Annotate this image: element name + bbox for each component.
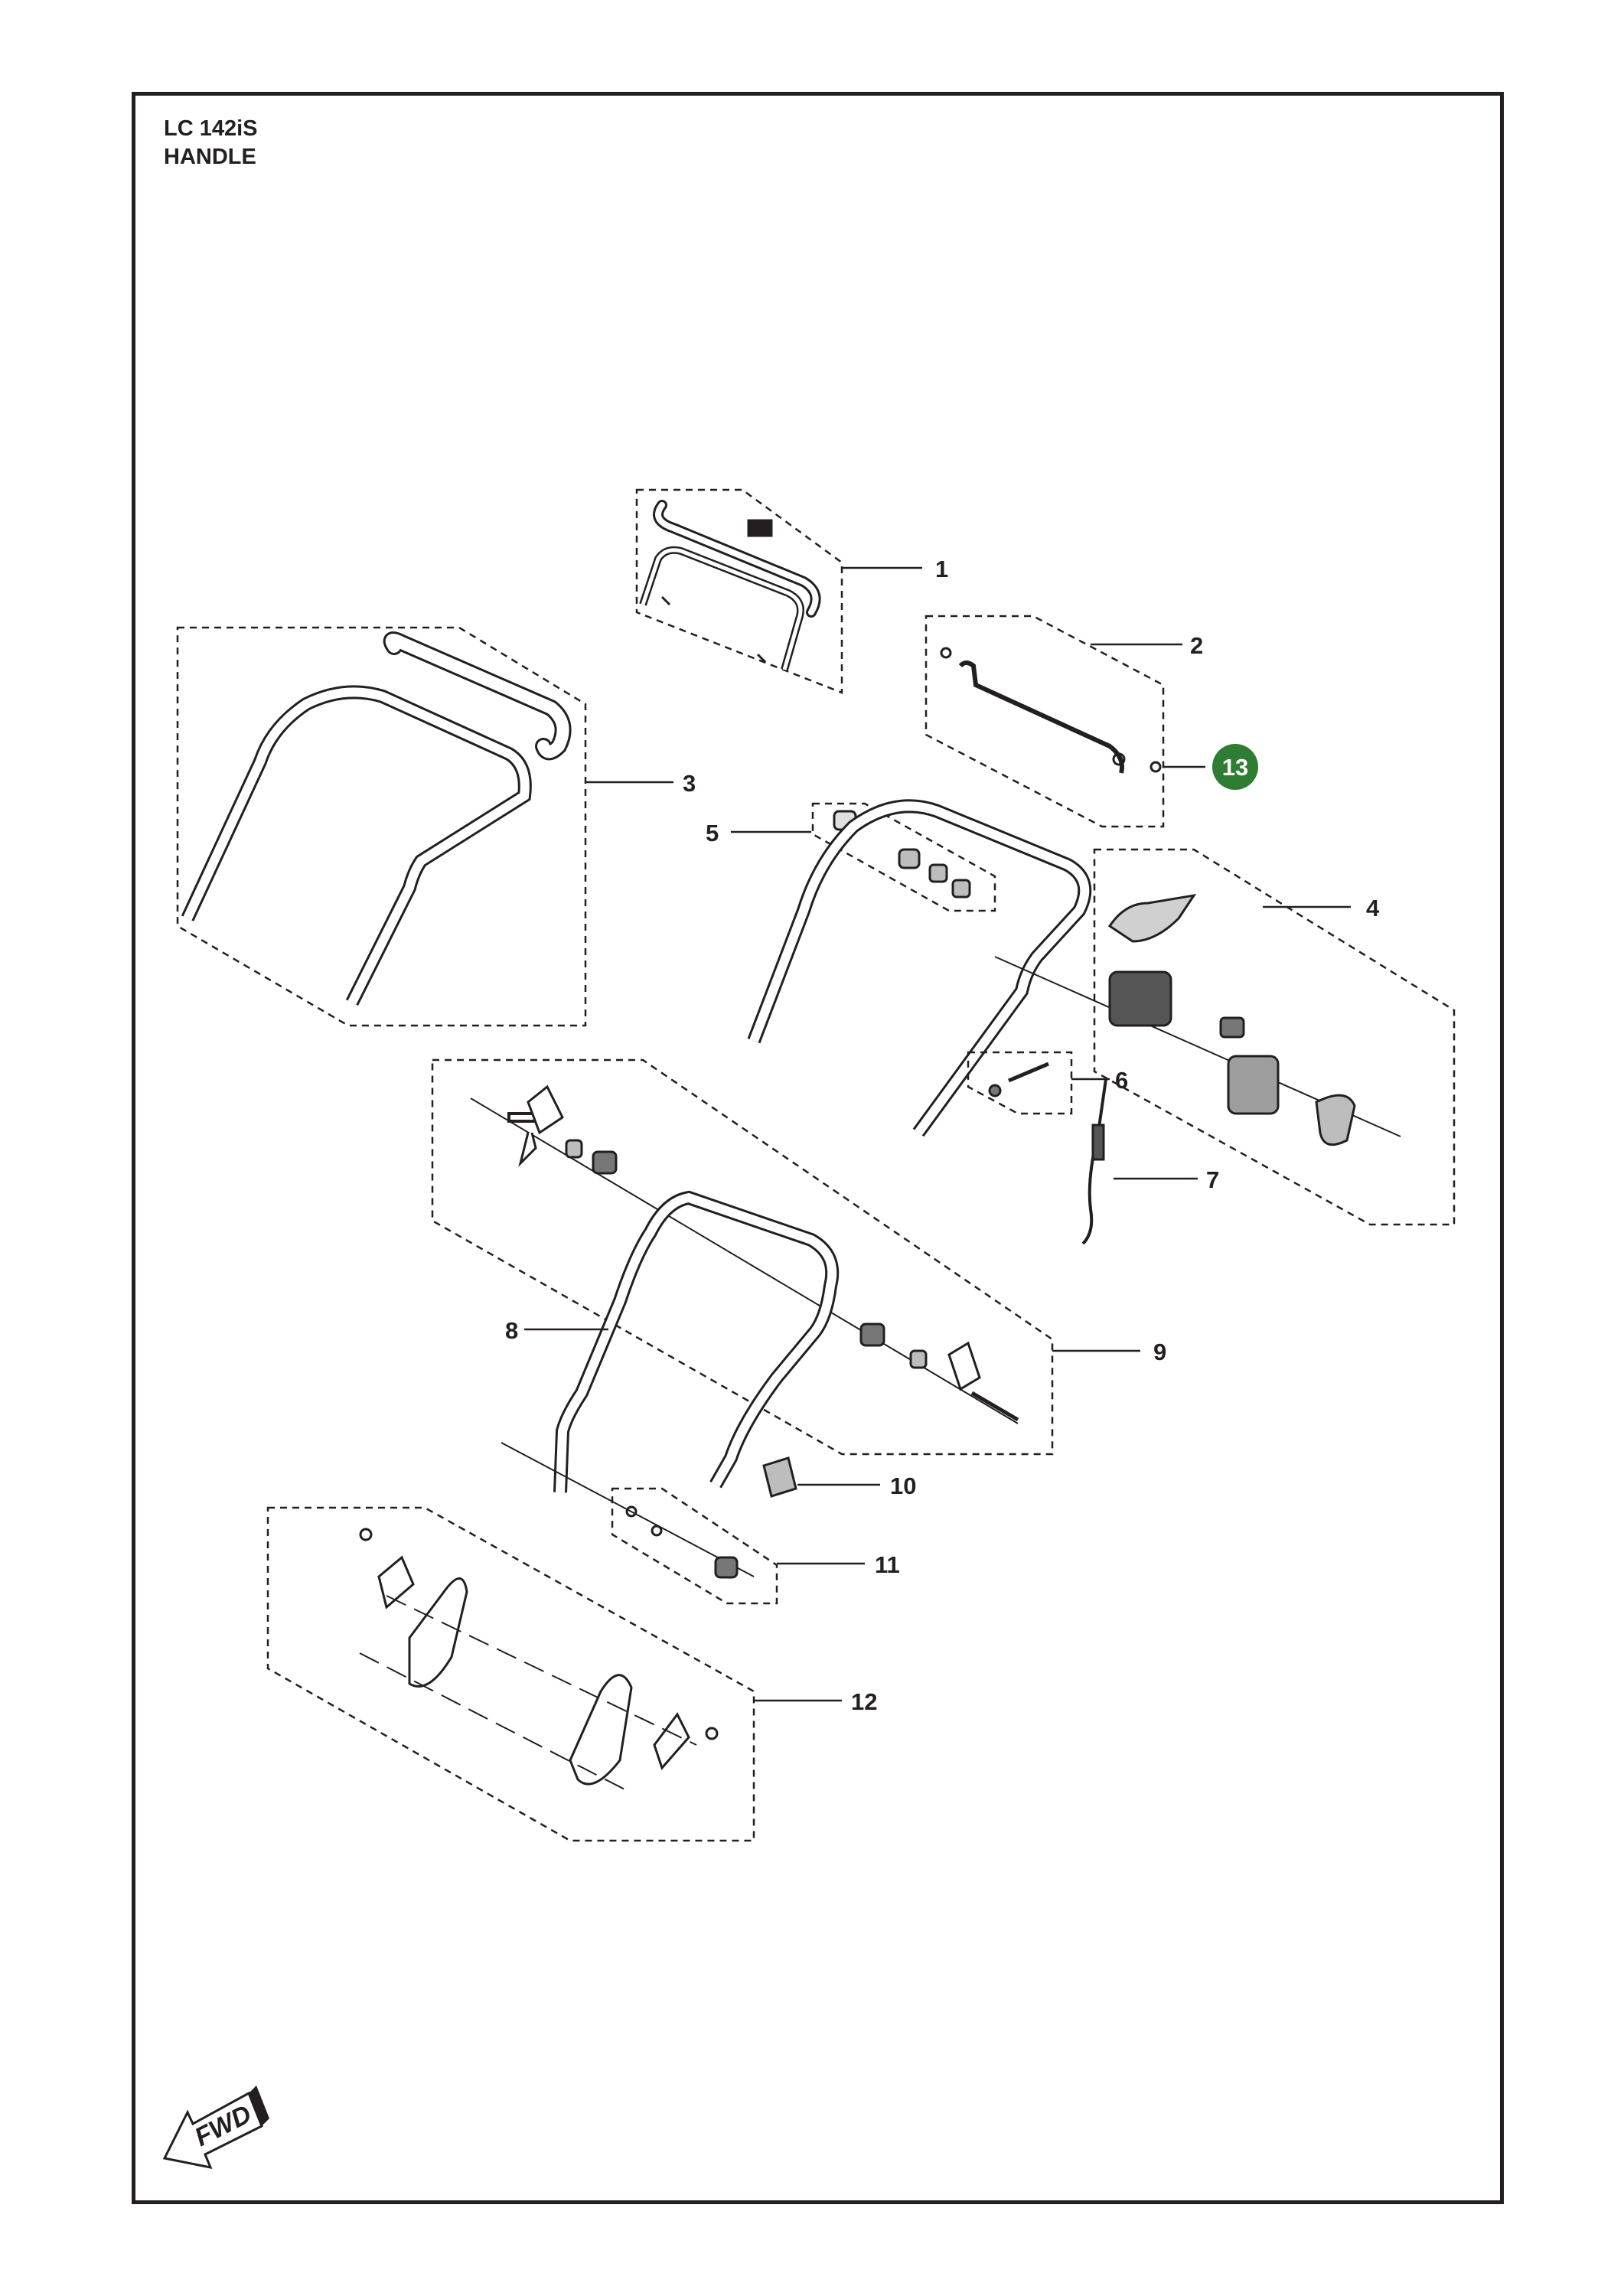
right-link-part: [653, 1712, 690, 1770]
callout-label-11: 11: [875, 1551, 900, 1578]
part-7-cable: [1081, 1078, 1107, 1245]
knob-part-2: [928, 863, 948, 883]
adjust-knob-part: [714, 1556, 739, 1579]
drawing-frame: [132, 92, 1504, 2204]
part-group-5: [811, 802, 996, 912]
diagram-title: LC 142iS HANDLE: [164, 115, 258, 171]
control-cap-part: [1315, 1094, 1356, 1146]
callout-label-2: 2: [1190, 632, 1203, 659]
section-name: HANDLE: [164, 145, 256, 169]
knob-part-right: [859, 1322, 885, 1347]
part-group-6: [967, 1051, 1073, 1115]
callout-13-circle: [1212, 744, 1258, 790]
part-group-2: [925, 615, 1165, 828]
knob-part-3: [951, 879, 971, 899]
part-8-lower-handle: [501, 1190, 840, 1577]
bolt-part: [1008, 1062, 1049, 1083]
leader-lines: [524, 566, 1351, 1702]
callout-label-13: 13: [1222, 754, 1248, 781]
callout-label-7: 7: [1206, 1166, 1219, 1193]
part-group-11: [611, 1487, 778, 1605]
group-11-outline: [611, 1487, 778, 1605]
callout-label-10: 10: [890, 1473, 916, 1499]
left-bracket-part: [408, 1577, 468, 1688]
callout-label-8: 8: [505, 1317, 518, 1344]
group-3-outline: [176, 626, 587, 1027]
knob-part-left: [592, 1150, 618, 1175]
part-10-block: [762, 1456, 797, 1498]
part-group-3: [176, 626, 587, 1027]
adjust-washer-part-2: [651, 1525, 663, 1537]
bracket-nut-part-2: [705, 1727, 719, 1740]
adjust-washer-part: [625, 1505, 638, 1518]
callout-label-1: 1: [935, 556, 948, 582]
part-group-12: [266, 1506, 755, 1842]
group-9-outline: [431, 1058, 1054, 1456]
washer-part-right: [909, 1349, 928, 1369]
throttle-cable-part: [1081, 1078, 1107, 1245]
right-bracket-part: [569, 1674, 633, 1786]
callout-label-3: 3: [683, 770, 696, 797]
callout-label-12: 12: [851, 1688, 877, 1715]
group-4-outline: [1093, 848, 1456, 1226]
fwd-arrow-icon: FWD: [162, 2086, 269, 2170]
group-5-outline: [811, 802, 996, 912]
callout-label-4: 4: [1366, 895, 1380, 921]
bracket-nut-part: [359, 1528, 373, 1541]
part-group-9: [431, 1058, 1054, 1456]
bolt-nut-part: [988, 1084, 1002, 1097]
washer-part-left: [565, 1139, 583, 1159]
left-link-part: [377, 1555, 415, 1609]
group-1-outline: [635, 488, 843, 694]
part-group-1: [635, 488, 843, 694]
part-group-4: [1093, 848, 1456, 1226]
rod-nut-part: [940, 647, 952, 659]
callout-label-5: 5: [706, 820, 719, 846]
control-housing-part: [1108, 970, 1172, 1027]
cross-piece-part-left: [518, 1084, 564, 1167]
model-name: LC 142iS: [164, 116, 258, 141]
callout-label-9: 9: [1153, 1339, 1166, 1365]
rod-clip-part-13: [1150, 761, 1162, 773]
control-insert-part: [1219, 1016, 1245, 1039]
control-cover-part: [1227, 1055, 1280, 1115]
handle-bolt-part-right: [970, 1391, 1019, 1422]
callout-label-6: 6: [1115, 1067, 1128, 1094]
bail-rod-part: [958, 660, 1124, 774]
control-lever-part: [1107, 893, 1197, 943]
cross-piece-part-right: [947, 1341, 981, 1391]
knob-part: [898, 848, 921, 869]
group-12-outline: [266, 1506, 755, 1842]
callout-13-badge[interactable]: 13: [1212, 744, 1258, 790]
group-2-outline: [925, 615, 1165, 828]
group-6-outline: [967, 1051, 1073, 1115]
grip-clip-part: [747, 519, 773, 537]
rod-end-part: [1112, 752, 1126, 766]
